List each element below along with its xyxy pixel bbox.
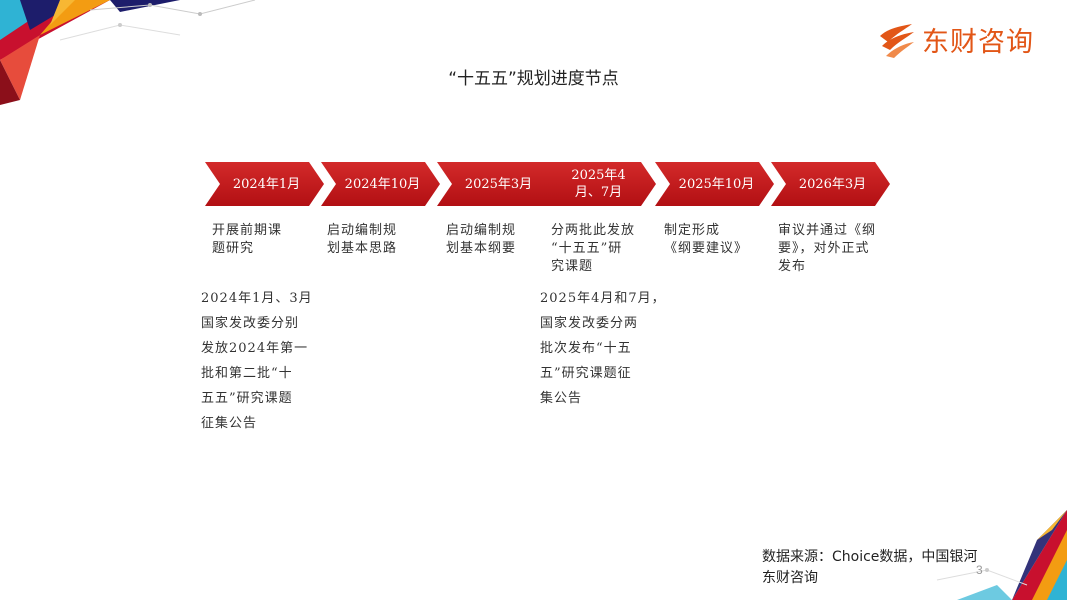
note-line: 批次发布“十五 (540, 341, 632, 356)
desc-line: 划基本思路 (327, 241, 398, 256)
step-date: 2025年4月、7月 (571, 168, 626, 200)
desc-line: 要》，对外正式 (778, 241, 870, 256)
timeline-step: 2025年10月 (655, 162, 774, 206)
corner-decoration-bottom-right (936, 510, 1067, 600)
page-title: “十五五”规划进度节点 (448, 69, 619, 89)
timeline-step: 2024年10月 (321, 162, 440, 206)
step-date: 2026年3月 (798, 176, 867, 192)
desc-line: 题研究 (212, 241, 255, 256)
source-line: 数据来源：Choice数据，中国银河 (762, 549, 978, 565)
note-2025: 2025年4月和7月， 国家发改委分两 批次发布“十五 五”研究课题征 集公告 (540, 286, 666, 411)
desc-line: “十五五”研 (551, 241, 623, 256)
step-description: 分两批此发放 “十五五”研 究课题 (551, 222, 635, 276)
note-line: 国家发改委分两 (540, 316, 639, 331)
step-date: 2024年1月 (232, 176, 301, 192)
step-description: 启动编制规 划基本纲要 (446, 222, 516, 258)
note-line: 五五”研究课题 (201, 391, 293, 406)
timeline-step: 2026年3月 (771, 162, 890, 206)
note-line: 2024年1月、3月 (201, 291, 313, 306)
note-line: 发放2024年第一 (201, 341, 309, 356)
note-2024: 2024年1月、3月 国家发改委分别 发放2024年第一 批和第二批“十 五五”… (201, 286, 313, 436)
step-date: 2025年10月 (678, 176, 755, 192)
desc-line: 开展前期课 (212, 223, 283, 238)
note-line: 五”研究课题征 (540, 366, 632, 381)
corner-decoration-top-left (0, 0, 256, 105)
desc-line: 启动编制规 (327, 223, 398, 238)
timeline-step: 2025年4月、7月 (537, 162, 656, 206)
brand-logo: 东财咨询 (876, 20, 1034, 59)
source-line: 东财咨询 (762, 570, 818, 586)
desc-line: 《纲要建议》 (664, 241, 749, 256)
step-description: 启动编制规 划基本思路 (327, 222, 397, 258)
note-line: 2025年4月和7月， (540, 291, 666, 306)
desc-line: 启动编制规 (446, 223, 517, 238)
step-description: 开展前期课 题研究 (212, 222, 282, 258)
note-line: 征集公告 (201, 416, 258, 431)
desc-line: 究课题 (551, 259, 594, 274)
timeline-step: 2025年3月 (437, 162, 556, 206)
step-date: 2024年10月 (344, 176, 421, 192)
desc-line: 制定形成 (664, 223, 721, 238)
note-line: 批和第二批“十 (201, 366, 293, 381)
note-line: 集公告 (540, 391, 583, 406)
desc-line: 审议并通过《纲 (778, 223, 877, 238)
desc-line: 划基本纲要 (446, 241, 517, 256)
logo-text: 东财咨询 (922, 27, 1034, 58)
step-description: 制定形成 《纲要建议》 (664, 222, 748, 258)
step-date: 2025年3月 (464, 176, 533, 192)
desc-line: 发布 (778, 259, 807, 274)
timeline: 2024年1月 2024年10月 2025年3月 2025年4月、7月 2025… (205, 162, 895, 206)
timeline-step: 2024年1月 (205, 162, 324, 206)
desc-line: 分两批此发放 (551, 223, 636, 238)
note-line: 国家发改委分别 (201, 316, 300, 331)
page-number: 3 (976, 563, 983, 577)
step-description: 审议并通过《纲 要》，对外正式 发布 (778, 222, 876, 276)
flame-logo-icon (880, 23, 914, 58)
data-source: 数据来源：Choice数据，中国银河 东财咨询 (762, 547, 977, 589)
